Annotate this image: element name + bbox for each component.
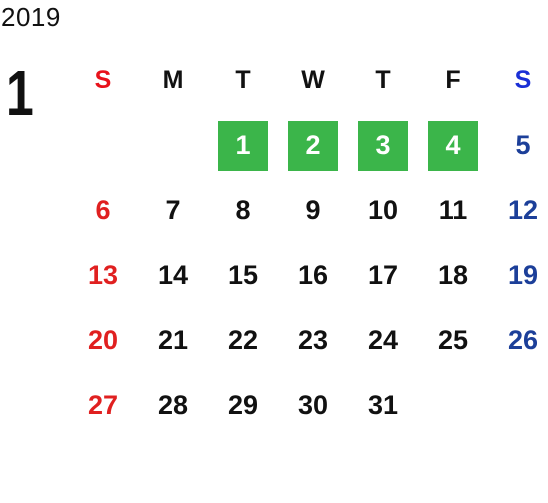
day-cell-sunday: 27: [87, 390, 119, 420]
month-label: 1: [6, 57, 34, 129]
day-cell: 23: [297, 325, 329, 355]
day-cell-sunday: 6: [95, 195, 111, 225]
day-cell-saturday: 5: [515, 130, 531, 160]
day-number: 3: [375, 130, 391, 160]
day-cell: 22: [227, 325, 259, 355]
day-cell: 15: [227, 260, 259, 290]
day-cell: 8: [235, 195, 251, 225]
day-cell: 9: [305, 195, 321, 225]
holiday-highlight: [218, 120, 268, 171]
day-cell-saturday: 12: [507, 195, 539, 225]
day-number: 2: [305, 130, 321, 160]
day-cell: 16: [297, 260, 329, 290]
day-cell: 31: [367, 390, 399, 420]
weekday-header-friday: F: [445, 66, 461, 94]
weekday-header-monday: M: [162, 66, 184, 94]
holiday-highlight: [288, 120, 338, 171]
day-cell: 30: [297, 390, 329, 420]
weekday-header-saturday: S: [514, 66, 532, 94]
day-cell-sunday: 20: [87, 325, 119, 355]
weekday-header-thursday: T: [375, 66, 391, 94]
day-cell-saturday: 19: [507, 260, 539, 290]
weekday-header-wednesday: W: [301, 66, 325, 94]
holiday-highlight: [428, 120, 478, 171]
day-cell-holiday: 1: [208, 113, 278, 178]
day-cell-empty: [138, 113, 208, 178]
day-number: 1: [235, 130, 251, 160]
year-label: 2019: [1, 2, 61, 32]
day-cell: 10: [367, 195, 399, 225]
day-cell-saturday: 26: [507, 325, 539, 355]
day-cell-empty: [68, 113, 138, 178]
day-cell: 14: [157, 260, 189, 290]
day-cell-holiday: 4: [418, 113, 488, 178]
day-cell: 25: [437, 325, 469, 355]
day-cell-empty: [418, 373, 488, 438]
day-cell: 28: [157, 390, 189, 420]
day-cell: 7: [165, 195, 181, 225]
day-cell-sunday: 13: [87, 260, 119, 290]
day-cell: 17: [367, 260, 399, 290]
calendar-grid: S M T W T F S 1 2 3 4 5 6 7 8 9 10 11 12…: [68, 48, 548, 438]
day-cell: 18: [437, 260, 469, 290]
holiday-highlight: [358, 120, 408, 171]
day-number: 4: [445, 130, 461, 160]
day-cell: 21: [157, 325, 189, 355]
weekday-header-sunday: S: [94, 66, 112, 94]
day-cell: 24: [367, 325, 399, 355]
day-cell: 11: [438, 195, 468, 225]
day-cell-holiday: 3: [348, 113, 418, 178]
weekday-header-tuesday: T: [235, 66, 251, 94]
day-cell-holiday: 2: [278, 113, 348, 178]
day-cell: 29: [227, 390, 259, 420]
day-cell-empty: [488, 373, 548, 438]
